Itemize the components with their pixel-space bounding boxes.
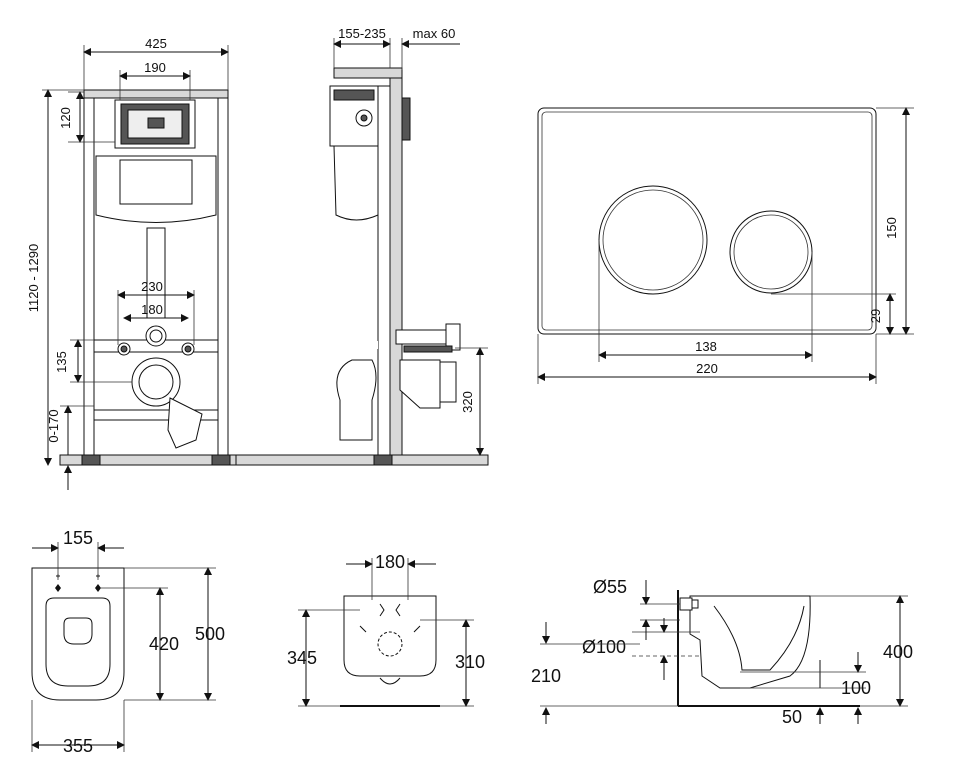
frame-post-right	[217, 89, 229, 466]
dim-side-outlet-height: 210	[531, 666, 561, 686]
dim-side-total-height: 400	[883, 642, 913, 662]
dim-side-gap: 50	[782, 707, 802, 727]
dim-frame-height: 1120 - 1290	[26, 244, 41, 312]
dim-button-offset: 29	[868, 309, 883, 323]
side-view: 155-235 max 60 320	[235, 26, 489, 466]
front-view: 425 190 120 1120 - 1290 230 180 135 0-17…	[26, 36, 486, 490]
dim-plate-height: 150	[884, 217, 899, 239]
dim-plate-width: 220	[696, 361, 718, 376]
small-flush-button	[729, 210, 813, 294]
dim-outlet-height: 135	[54, 351, 69, 373]
flush-plate	[537, 107, 877, 335]
toilet-top-view: 155 420 500 355	[31, 528, 225, 756]
dim-buttons-span: 138	[695, 339, 717, 354]
dim-top-width: 355	[63, 736, 93, 756]
dim-top-inner-length: 420	[149, 634, 179, 654]
dim-top-total-length: 500	[195, 624, 225, 644]
toilet-bowl-side	[689, 595, 811, 689]
dim-drain-centers-inner: 180	[141, 302, 163, 317]
flush-plate-view: 150 29 138 220	[537, 107, 914, 384]
frame-top-bar	[83, 89, 229, 99]
toilet-side-view: Ø55 Ø100 210 400 100 50	[531, 577, 913, 727]
toilet-rear-view: 180 345 310	[287, 552, 485, 707]
dim-rear-height-right: 310	[455, 652, 485, 672]
dim-drain-centers-outer: 230	[141, 279, 163, 294]
dim-rear-height-left: 345	[287, 648, 317, 668]
dim-top-hole-spacing: 155	[63, 528, 93, 548]
dim-button-width: 190	[144, 60, 166, 75]
dim-rear-hole-spacing: 180	[375, 552, 405, 572]
dim-foot-adjust: 0-170	[46, 409, 61, 442]
dim-inlet-diameter: Ø55	[593, 577, 627, 597]
dim-outlet-diameter: Ø100	[582, 637, 626, 657]
dim-side-bottom-offset: 100	[841, 678, 871, 698]
dim-max-wall: max 60	[413, 26, 456, 41]
dim-frame-width: 425	[145, 36, 167, 51]
wall	[389, 69, 403, 466]
dim-side-outlet-height: 320	[460, 391, 475, 413]
dim-depth-range: 155-235	[338, 26, 386, 41]
dim-top-offset: 120	[58, 107, 73, 129]
large-flush-button	[598, 185, 708, 295]
frame-post-left	[83, 89, 95, 466]
